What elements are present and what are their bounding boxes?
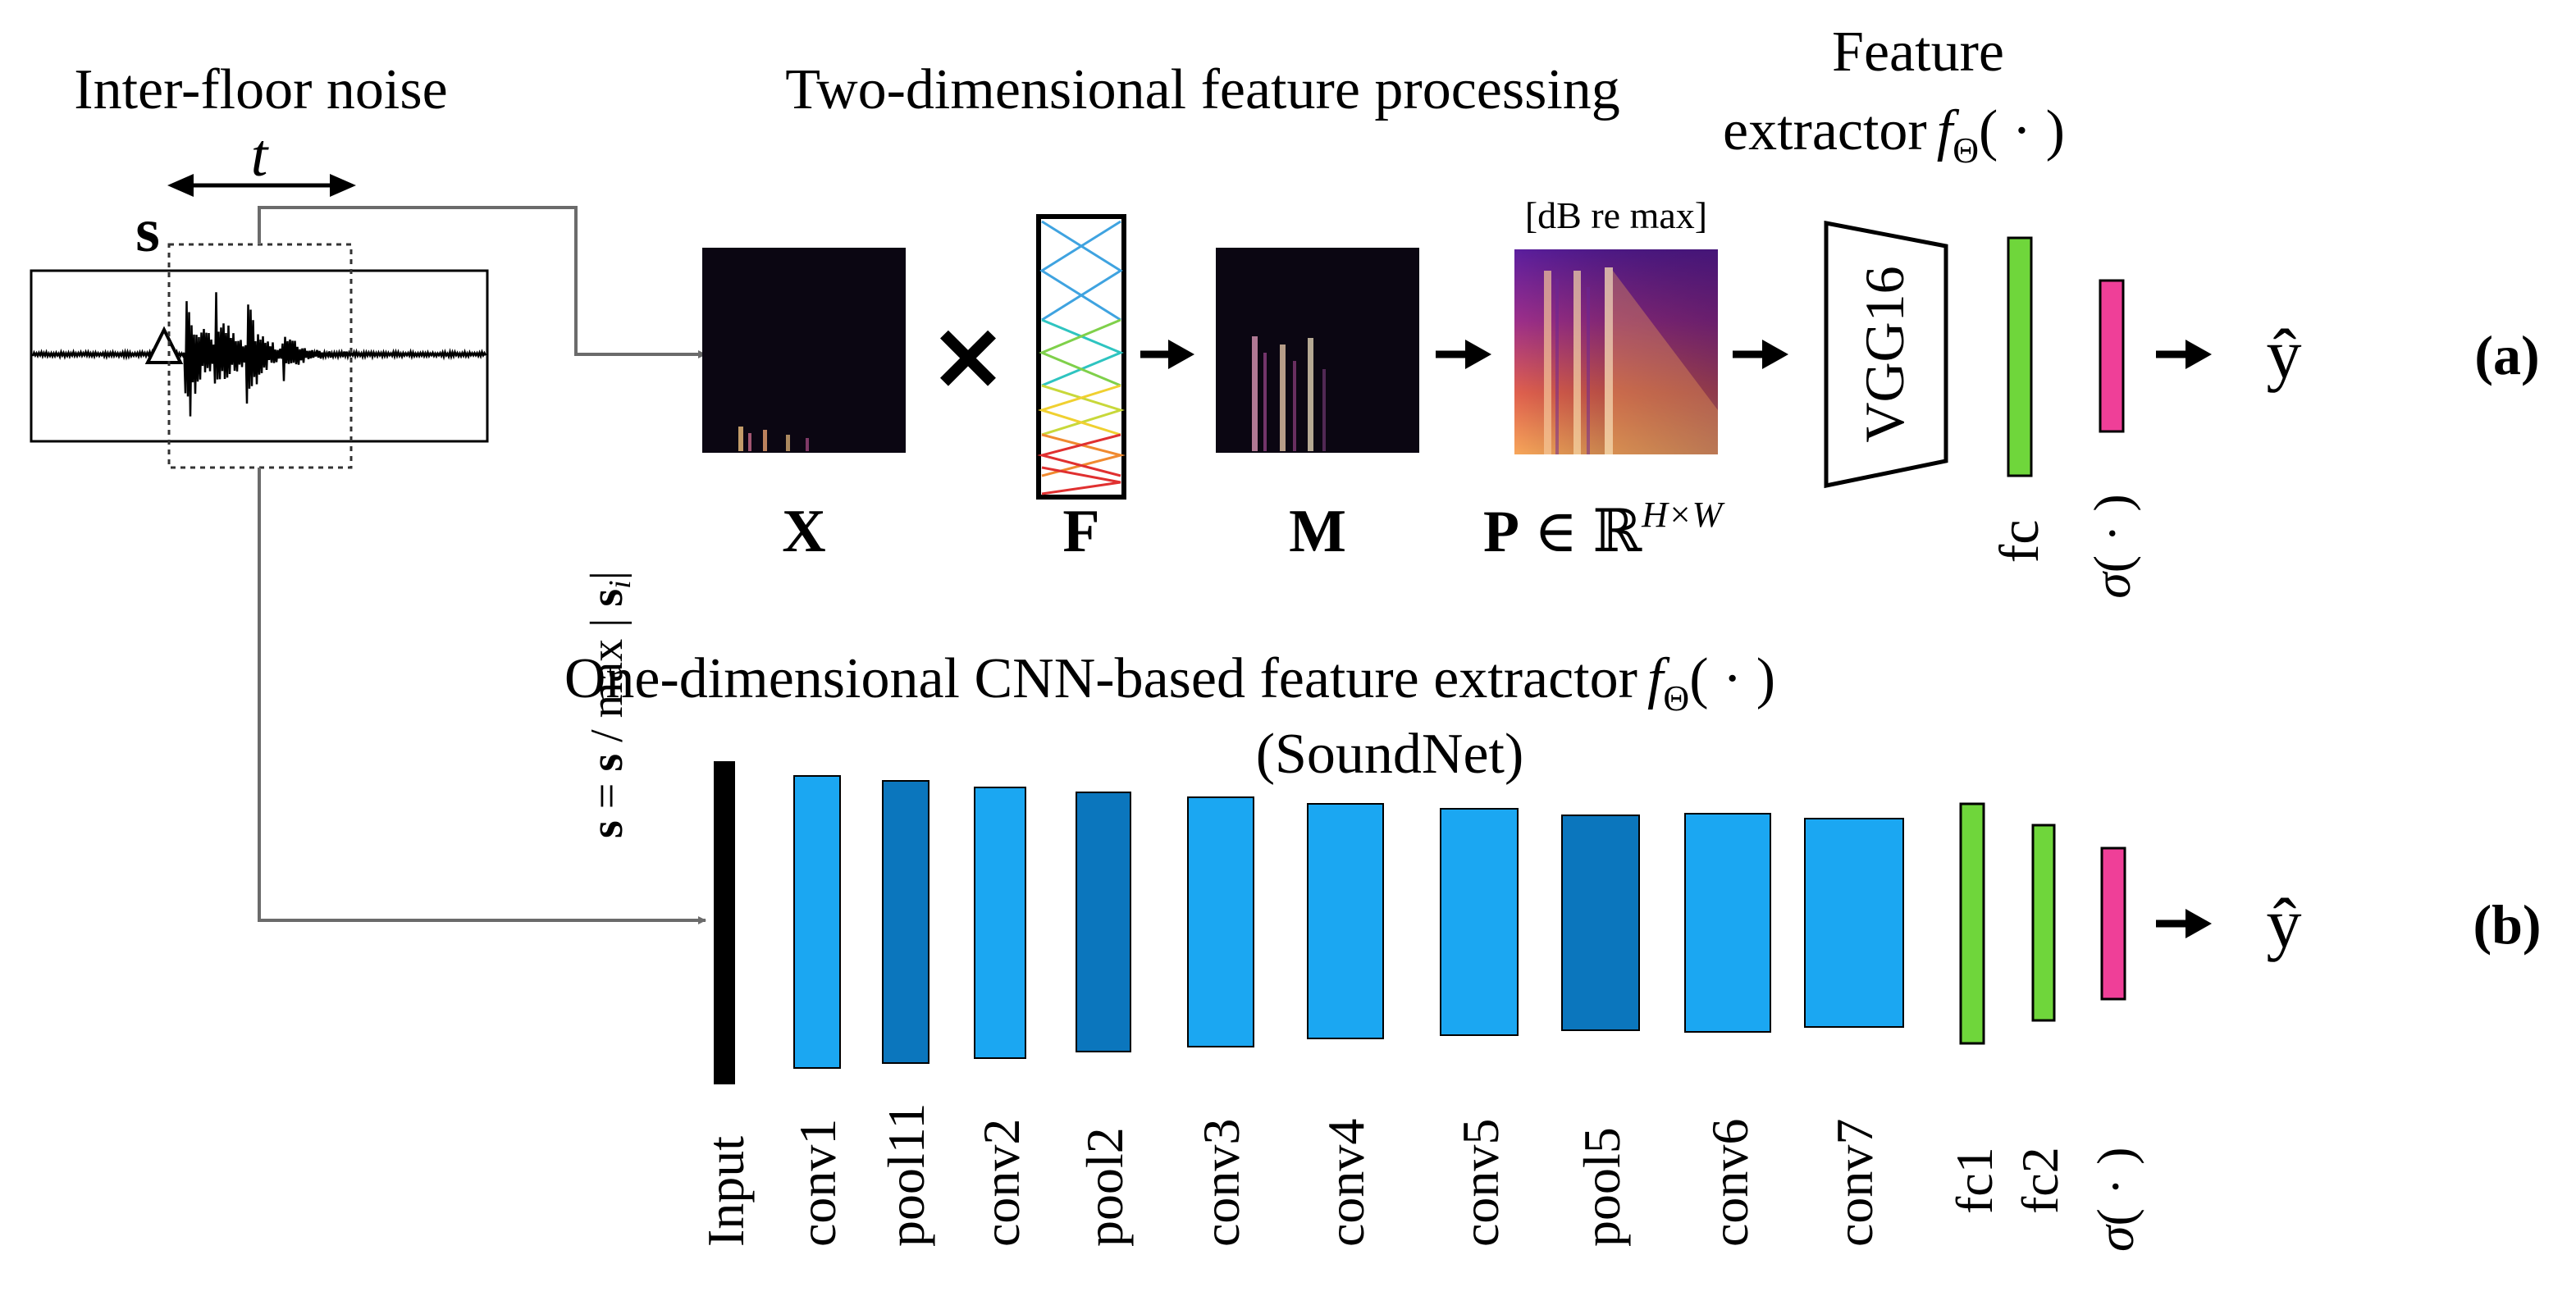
layer-label-pool2: pool2 [1076,1127,1134,1247]
normalization-equation: s = s / max | si| [582,571,637,838]
p-in-symbol: ∈ [1519,499,1592,564]
soundnet-layers [714,761,2126,1084]
black-arrow-to-yhat-b [2156,909,2212,938]
layer-fc1-bar [1959,802,1985,1045]
layer-input-bar [714,761,735,1084]
layer-conv1-bar [793,775,841,1069]
m-spectrogram-streaks [1252,336,1326,451]
vgg16-block [1824,220,1948,489]
p-real-symbol: ℝ [1592,499,1642,564]
theta-subscript-b: Θ [1663,678,1689,719]
theta-subscript: Θ [1953,130,1979,171]
yhat-a: ŷ [2267,314,2302,393]
m-spectrogram [1216,248,1419,453]
sigma-b-symbol: σ [2086,1224,2144,1252]
p-label: P ∈ ℝH×W [1483,495,1725,564]
black-arrow-p-to-vgg [1733,340,1788,369]
layer-label-input: Input [697,1136,755,1247]
norm-s3: s [582,589,633,607]
t-symbol: t [251,122,270,189]
sigma-a-args: ( · ) [2083,494,2141,573]
layer-conv3-bar [1187,796,1254,1047]
norm-slash: / max | [582,607,633,754]
layer-label-conv6: conv6 [1701,1119,1759,1247]
x-spectrogram [702,248,906,453]
p-symbol: P [1483,499,1519,564]
layer-conv2-bar [974,787,1026,1059]
layer-label-conv7: conv7 [1825,1119,1884,1247]
x-label: X [782,498,825,565]
soundnet-label: (SoundNet) [1256,723,1524,786]
filterbank-triangles [1037,220,1126,495]
args-dot-b: ( · ) [1689,647,1775,710]
title-two-dimensional: Two-dimensional feature processing [785,58,1620,121]
yhat-b: ŷ [2267,883,2302,962]
title-one-dimensional: One-dimensional CNN-based feature extrac… [564,647,1775,719]
arrow-to-spectrogram [258,206,706,358]
m-label: M [1289,498,1346,565]
layer-label-fc2: fc2 [2011,1147,2069,1214]
t-arrow-right-head [330,174,356,197]
layer-pool2-bar [1076,792,1131,1052]
title-inter-floor-noise: Inter-floor noise [74,58,447,121]
norm-s2: s [582,754,633,772]
layer-fc2-bar [2031,824,2056,1022]
sigma-bar-b [2100,847,2126,1001]
s-symbol: s [135,196,160,265]
x-spectrogram-streaks [738,427,809,451]
sigma-bar-a [2099,279,2125,433]
layer-conv4-bar [1307,803,1384,1039]
layer-label-conv2: conv2 [972,1119,1030,1247]
layer-label-pool11: pool11 [877,1103,935,1247]
layer-label-conv3: conv3 [1192,1119,1250,1247]
multiply-symbol: ✕ [931,313,1006,410]
sigma-b-args: ( · ) [2086,1148,2144,1226]
args-dot: ( · ) [1979,99,2065,162]
sigma-label-a: σ( · ) [2083,494,2141,599]
black-arrow-m-to-p [1436,340,1491,369]
panel-b-label: (b) [2473,893,2541,956]
black-arrow-to-yhat-a [2156,340,2212,369]
layer-conv6-bar [1684,813,1771,1033]
arrow-to-input-layer [258,468,706,924]
sigma-a-symbol: σ [2083,571,2141,599]
waveform-signal [31,292,487,417]
fc-bar [2007,236,2033,477]
layer-label-fc1: fc1 [1945,1147,2003,1214]
p-hw-superscript: H×W [1641,495,1724,535]
norm-eq: = [582,772,633,821]
fc-label: fc [1988,520,2050,564]
soundnet-layer-labels: Input conv1 pool11 conv2 pool2 conv3 con… [697,1103,2144,1252]
feature-extractor-word: extractor [1723,99,1927,162]
layer-pool11-bar [882,780,929,1064]
title-feature-line1: Feature [1832,21,2004,84]
norm-end: | [582,571,633,580]
layer-label-conv5: conv5 [1451,1119,1510,1247]
black-arrow-f-to-m [1140,340,1194,369]
one-dim-text: One-dimensional CNN-based feature extrac… [564,647,1637,710]
layer-label-conv4: conv4 [1317,1119,1375,1247]
f-label: F [1062,498,1099,565]
sigma-label-b: σ( · ) [2086,1148,2144,1253]
layer-label-pool5: pool5 [1573,1127,1631,1247]
vgg16-label: VGG16 [1853,266,1916,442]
norm-s1: s [582,820,633,838]
t-arrow-left-head [167,174,194,197]
layer-label-conv1: conv1 [788,1119,847,1247]
layer-conv7-bar [1804,818,1904,1028]
norm-i: i [603,580,637,589]
layer-conv5-bar [1440,808,1519,1036]
onset-triangle-marker [144,326,184,364]
p-spectrogram-streaks [1544,267,1718,454]
panel-a-label: (a) [2474,324,2539,386]
layer-pool5-bar [1561,815,1640,1031]
db-re-max-label: [dB re max] [1525,194,1707,236]
